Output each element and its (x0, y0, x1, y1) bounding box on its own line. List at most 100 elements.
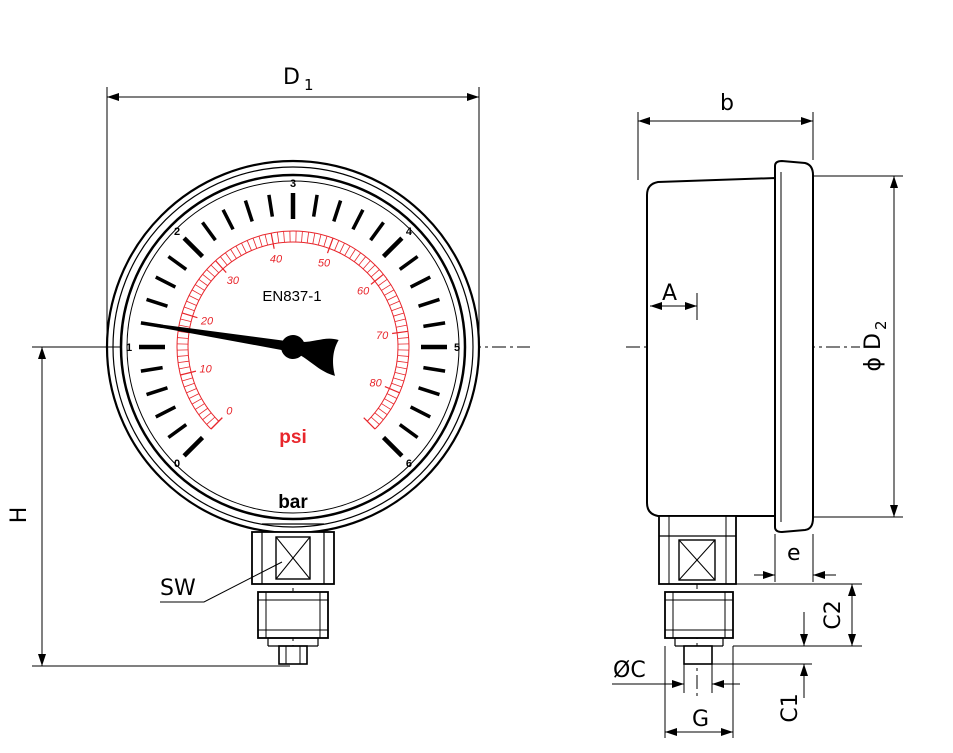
bar-minor-tick (369, 221, 385, 242)
psi-tick (270, 232, 275, 249)
h-label: H (7, 507, 32, 524)
bar-minor-tick (417, 386, 441, 397)
psi-tick (178, 360, 190, 364)
bar-scale-label: 2 (174, 226, 180, 238)
psi-tick (394, 371, 406, 376)
bar-minor-tick (409, 405, 432, 419)
psi-scale-label: 80 (370, 378, 383, 390)
psi-tick (326, 237, 334, 254)
front-view (92, 159, 530, 665)
psi-tick (391, 306, 403, 312)
psi-tick (210, 264, 220, 274)
psi-tick (389, 300, 400, 306)
psi-tick (188, 295, 200, 301)
psi-tick (370, 269, 380, 278)
bar-major-tick (182, 236, 205, 259)
psi-tick (198, 407, 208, 415)
psi-tick (312, 233, 316, 244)
psi-tick (178, 330, 190, 334)
psi-tick (358, 256, 366, 266)
psi-tick (179, 366, 190, 370)
side-spigot (683, 645, 713, 665)
c1-label: C1 (778, 693, 803, 722)
psi-tick (384, 289, 395, 296)
psi-tick (191, 398, 202, 405)
psi-arc-inner (187, 241, 399, 422)
psi-tick (225, 252, 233, 262)
bar-major-tick (182, 435, 205, 458)
bar-minor-tick (167, 423, 188, 439)
psi-tick (306, 232, 310, 244)
psi-unit-label: psi (279, 427, 306, 448)
thread-body (257, 591, 329, 639)
case-body (646, 176, 776, 517)
psi-tick (264, 234, 269, 246)
psi-tick (349, 249, 356, 259)
psi-arc-outer (176, 230, 410, 430)
psi-scale-label: 50 (318, 258, 331, 270)
psi-tick (183, 382, 195, 388)
bar-scale-label: 5 (454, 342, 460, 354)
pointer-needle (144, 322, 339, 376)
side-bezel (774, 159, 814, 534)
e-label: e (787, 541, 801, 566)
psi-tick (202, 274, 212, 282)
psi-tick (317, 234, 322, 246)
g-label: G (692, 707, 709, 732)
psi-tick (384, 398, 395, 405)
psi-scale-label: 0 (226, 406, 233, 418)
psi-tick (396, 360, 408, 364)
psi-tick (393, 312, 405, 317)
bar-minor-tick (267, 194, 275, 217)
psi-tick (283, 231, 285, 243)
bar-scale-label: 4 (406, 226, 413, 238)
psi-tick (339, 242, 345, 254)
c2-label: C2 (821, 600, 846, 629)
bar-minor-tick (154, 275, 177, 289)
psi-tick (202, 412, 212, 420)
bar-unit-label: bar (278, 492, 308, 513)
side-dimensions (612, 112, 903, 738)
bar-minor-tick (243, 199, 254, 223)
psi-tick (381, 284, 391, 291)
psi-tick (378, 407, 388, 415)
psi-tick (386, 393, 398, 399)
psi-scale-label: 40 (270, 254, 283, 266)
wrench-flat (275, 536, 311, 580)
psi-tick (220, 256, 228, 266)
psi-tick (252, 237, 258, 249)
psi-tick (397, 355, 409, 357)
psi-scale-label: 60 (357, 286, 370, 298)
bar-scale-label: 3 (290, 178, 296, 190)
psi-tick (188, 393, 200, 399)
psi-tick (366, 264, 376, 274)
pointer-hub (281, 335, 305, 359)
bar-minor-tick (398, 423, 419, 439)
bar-minor-tick (145, 386, 169, 397)
b-label: b (720, 91, 734, 116)
bar-minor-tick (332, 199, 343, 223)
a-label: A (662, 281, 677, 306)
standard-label: EN837-1 (262, 288, 321, 305)
psi-tick (378, 279, 388, 287)
psi-tick (396, 366, 407, 370)
psi-tick (323, 235, 328, 247)
pointer-shaft (144, 322, 294, 352)
psi-scale-label: 30 (227, 275, 240, 287)
psi-tick (392, 330, 409, 335)
bar-minor-tick (154, 405, 177, 419)
psi-scale-label: 20 (200, 316, 214, 328)
psi-tick (206, 416, 216, 425)
psi-tick (384, 385, 400, 394)
bar-minor-tick (221, 208, 235, 231)
psi-tick (362, 260, 371, 270)
oc-label: ØC (613, 658, 646, 683)
psi-tick (391, 382, 403, 388)
sw-label: SW (160, 576, 196, 601)
psi-tick (177, 337, 189, 339)
bar-minor-tick (140, 365, 163, 373)
psi-tick (235, 245, 242, 256)
psi-tick (370, 273, 384, 285)
psi-tick (215, 260, 227, 273)
